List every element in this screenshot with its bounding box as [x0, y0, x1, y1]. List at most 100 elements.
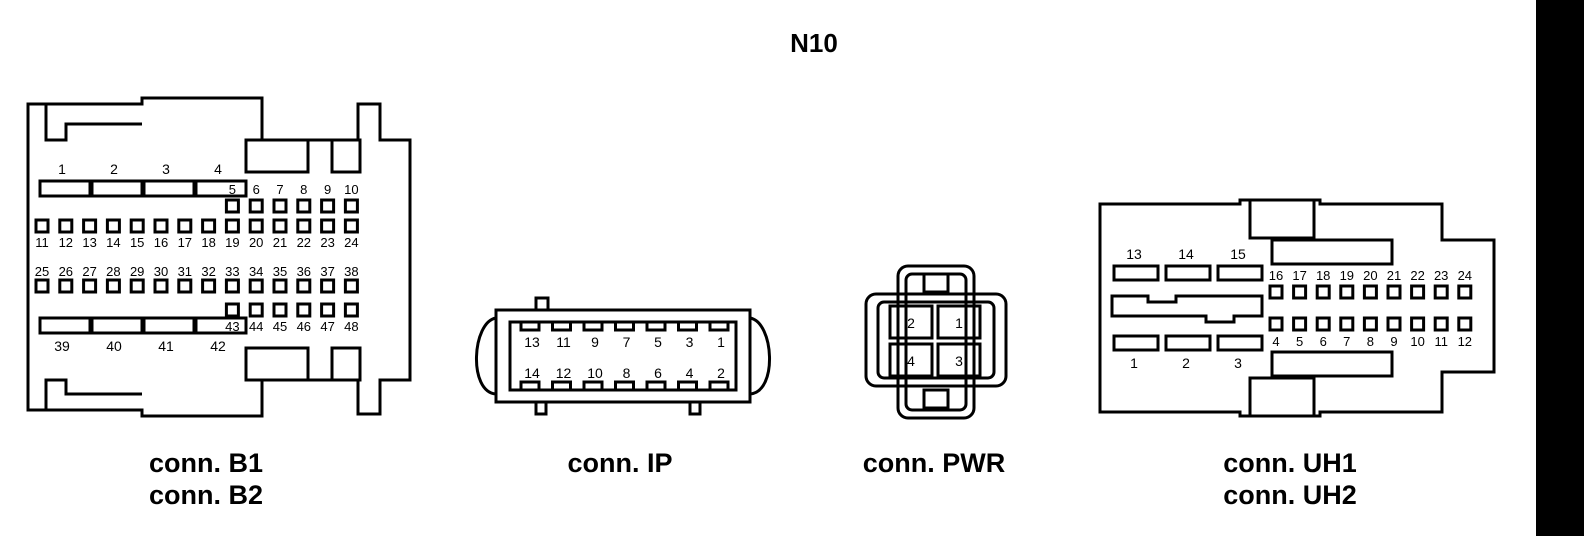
pin-ip-9 [582, 320, 604, 332]
pin-label-uh-21: 21 [1387, 268, 1401, 283]
pin-b-10 [343, 198, 359, 214]
pin-label-b-32: 32 [201, 264, 215, 279]
connector-uh-key-bottom [1248, 376, 1316, 418]
connector-pwr [864, 264, 1008, 420]
pin-label-b-29: 29 [130, 264, 144, 279]
connector-b-latch-top-left [44, 104, 142, 142]
pin-b-43 [224, 302, 240, 318]
pin-label-ip-2: 2 [717, 365, 725, 381]
pin-uh-7 [1339, 316, 1355, 332]
pin-label-b-36: 36 [297, 264, 311, 279]
connector-ip-latch-right [749, 316, 771, 396]
pin-label-ip-12: 12 [556, 365, 572, 381]
pin-label-uh-4: 4 [1272, 334, 1279, 349]
pin-label-uh-24: 24 [1458, 268, 1472, 283]
connector-b-key-bottom [244, 346, 310, 382]
pin-label-ip-13: 13 [524, 334, 540, 350]
pin-b-31 [177, 278, 193, 294]
pin-label-b-27: 27 [82, 264, 96, 279]
pin-label-ip-14: 14 [524, 365, 540, 381]
connector-ip-housing [494, 308, 752, 404]
pin-b-3 [142, 179, 196, 198]
pin-label-uh-5: 5 [1296, 334, 1303, 349]
pin-ip-2 [708, 380, 730, 392]
pin-label-uh-3: 3 [1234, 355, 1242, 371]
pin-label-b-3: 3 [162, 161, 170, 177]
pin-label-b-1: 1 [58, 161, 66, 177]
pin-label-b-42: 42 [210, 338, 226, 354]
pin-label-b-38: 38 [344, 264, 358, 279]
pin-b-44 [248, 302, 264, 318]
pin-label-b-41: 41 [158, 338, 174, 354]
pin-label-uh-20: 20 [1363, 268, 1377, 283]
pin-label-b-7: 7 [276, 182, 283, 197]
pin-b-27 [82, 278, 98, 294]
pin-ip-3 [677, 320, 698, 332]
pin-label-b-22: 22 [297, 235, 311, 250]
pin-label-b-23: 23 [320, 235, 334, 250]
caption-conn-uh1: conn. UH1 [1223, 448, 1357, 478]
pin-b-24 [343, 218, 359, 234]
pin-label-pwr-4: 4 [907, 353, 915, 369]
pin-label-uh-19: 19 [1340, 268, 1354, 283]
pin-label-b-14: 14 [106, 235, 120, 250]
connector-b-housing [26, 96, 412, 418]
pin-label-uh-8: 8 [1367, 334, 1374, 349]
pin-b-42 [194, 316, 248, 335]
pin-label-ip-5: 5 [654, 334, 662, 350]
pin-label-ip-1: 1 [717, 334, 725, 350]
pin-label-b-45: 45 [273, 319, 287, 334]
pin-b-13 [82, 218, 98, 234]
pin-b-19 [224, 218, 240, 234]
pin-label-b-44: 44 [249, 319, 263, 334]
pin-b-38 [343, 278, 359, 294]
pin-label-b-11: 11 [35, 235, 49, 250]
connector-ip-latch-left [475, 316, 497, 396]
pin-label-pwr-3: 3 [955, 353, 963, 369]
pin-uh-6 [1315, 316, 1331, 332]
pin-label-pwr-1: 1 [955, 315, 963, 331]
caption-conn-uh2: conn. UH2 [1223, 480, 1357, 510]
pin-uh-20 [1362, 284, 1378, 300]
pin-label-b-18: 18 [201, 235, 215, 250]
connector-b-notch-bottom [330, 346, 362, 382]
pin-b-25 [34, 278, 50, 294]
pin-label-b-26: 26 [59, 264, 73, 279]
pin-b-40 [90, 316, 144, 335]
pin-b-18 [201, 218, 217, 234]
pin-ip-7 [614, 320, 635, 332]
pin-b-16 [153, 218, 169, 234]
pin-b-12 [58, 218, 74, 234]
pin-label-b-8: 8 [300, 182, 307, 197]
connector-uh-band-bottom [1270, 350, 1394, 378]
connector-b-key-top [244, 138, 310, 174]
connector-uh-housing [1098, 198, 1496, 418]
pin-label-uh-2: 2 [1182, 355, 1190, 371]
pin-label-ip-7: 7 [623, 334, 631, 350]
connector-uh-key-top [1248, 198, 1316, 240]
pin-ip-11 [551, 320, 572, 332]
pin-label-b-30: 30 [154, 264, 168, 279]
pin-ip-14 [519, 380, 541, 392]
connector-ip-tab-top [534, 296, 550, 312]
pin-uh-9 [1386, 316, 1402, 332]
pin-label-pwr-2: 2 [907, 315, 915, 331]
pin-ip-5 [645, 320, 667, 332]
pin-label-b-43: 43 [225, 319, 239, 334]
connector-pwr-housing [864, 292, 1008, 388]
pin-uh-4 [1268, 316, 1284, 332]
pin-uh-14 [1164, 264, 1212, 282]
connector-uh-band-top [1270, 238, 1394, 266]
pin-b-17 [177, 218, 193, 234]
pin-label-ip-3: 3 [686, 334, 694, 350]
connector-pwr-lock-bottom [922, 388, 950, 410]
pin-uh-17 [1292, 284, 1308, 300]
pin-label-ip-11: 11 [556, 334, 571, 350]
pin-label-b-17: 17 [178, 235, 192, 250]
pin-b-8 [296, 198, 312, 214]
caption-conn-pwr: conn. PWR [863, 448, 1006, 478]
pin-ip-8 [614, 380, 635, 392]
pin-b-29 [129, 278, 145, 294]
pin-b-37 [320, 278, 336, 294]
pin-b-1 [38, 179, 92, 198]
